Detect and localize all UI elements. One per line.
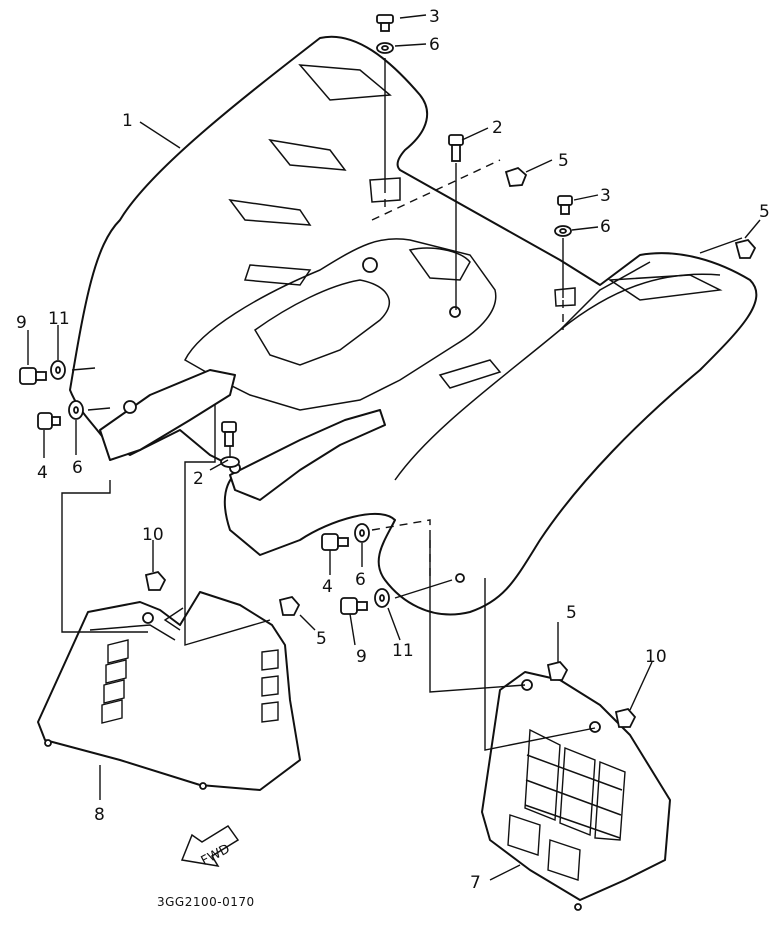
- callout-7: 7: [470, 873, 481, 893]
- callout-10: 10: [645, 647, 667, 667]
- callout-6: 6: [72, 458, 83, 478]
- callout-numbers: 1 2 2 3 3 4 4 5 5 5 5 6 6 6 6 7 8 9 9 10…: [16, 7, 770, 893]
- rear-fender-part-1: [69, 35, 758, 616]
- callout-10: 10: [142, 525, 164, 545]
- fastener-hardware: [19, 14, 757, 728]
- callout-5: 5: [316, 629, 327, 649]
- mud-flap-part-8: [37, 591, 301, 791]
- flap-8-vent-slots: [101, 639, 279, 724]
- callout-6: 6: [355, 570, 366, 590]
- flap-7-vent-grid: [507, 728, 626, 881]
- callout-3: 3: [600, 186, 611, 206]
- callout-5: 5: [566, 603, 577, 623]
- callout-3: 3: [429, 7, 440, 27]
- callout-6: 6: [600, 217, 611, 237]
- callout-4: 4: [322, 577, 333, 597]
- callout-4: 4: [37, 463, 48, 483]
- drawing-code: 3GG2100-0170: [157, 895, 255, 909]
- callout-9: 9: [16, 313, 27, 333]
- fwd-direction-arrow: FWD: [180, 824, 240, 869]
- mud-flap-part-7: [481, 671, 671, 911]
- callout-1: 1: [122, 111, 133, 131]
- callout-11: 11: [48, 309, 70, 329]
- leader-lines: [27, 14, 761, 881]
- callout-9: 9: [356, 647, 367, 667]
- callout-5: 5: [558, 151, 569, 171]
- callout-6: 6: [429, 35, 440, 55]
- callout-2: 2: [193, 469, 204, 489]
- callout-8: 8: [94, 805, 105, 825]
- callout-5: 5: [759, 202, 770, 222]
- callout-11: 11: [392, 641, 414, 661]
- callout-2: 2: [492, 118, 503, 138]
